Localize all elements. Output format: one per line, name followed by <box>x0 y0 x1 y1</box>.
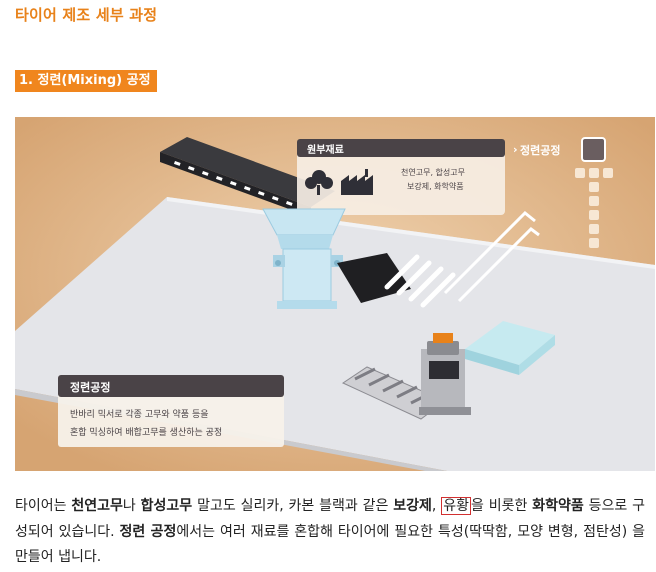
description-paragraph: 타이어는 천연고무나 합성고무 말고도 실리카, 카본 블랙과 같은 보강제, … <box>15 494 645 571</box>
factory-icon <box>341 169 373 195</box>
highlighted-sulfur: 유황 <box>441 497 471 515</box>
text-segment: 나 <box>122 498 141 514</box>
cutting-machine <box>419 333 471 415</box>
text-segment: 타이어는 <box>15 498 72 514</box>
sheet-rollers <box>384 254 456 308</box>
rubber-sheet <box>337 253 411 303</box>
text-segment: 에서는 여러 재료를 혼합해 타이어에 필요한 특성(딱딱함, 모양 변형, 점… <box>15 523 646 566</box>
bold-synthetic-rubber: 합성고무 <box>140 498 193 514</box>
bold-chemicals: 화학약품 <box>532 498 584 514</box>
caption-title: 정련공정 <box>70 380 110 394</box>
raw-materials-line1: 천연고무, 합성고무 <box>401 167 465 177</box>
caption-line1: 반바리 믹서로 각종 고무와 약품 등을 <box>70 408 209 420</box>
banbury-mixer <box>262 208 346 309</box>
process-step-label: 정련공정 <box>520 143 560 157</box>
text-segment: 등으로 구성되어 있습니다. <box>15 498 646 540</box>
raw-materials-panel: 원부재료 천연고무, 합성고무 보강제, 화학약품 <box>297 139 505 215</box>
caption-line2: 혼합 믹싱하여 배합고무를 생산하는 공정 <box>70 426 222 438</box>
text-segment: , <box>431 498 442 514</box>
page-title: 타이어 제조 세부 과정 <box>15 6 158 24</box>
process-caption-panel: 정련공정 반바리 믹서로 각종 고무와 약품 등을 혼합 믹싱하여 배합고무를 … <box>58 375 284 447</box>
current-step-marker <box>581 137 606 162</box>
compound-slab <box>465 321 555 375</box>
text-segment: 을 비롯한 <box>470 498 533 514</box>
svg-text:›: › <box>513 143 518 156</box>
transfer-arm <box>443 210 540 303</box>
raw-materials-title: 원부재료 <box>307 143 344 156</box>
bold-mixing-process: 정련 공정 <box>119 523 177 540</box>
bold-reinforcing-agent: 보강제 <box>393 498 432 514</box>
text-segment: 말고도 실리카, 카본 블랙과 같은 <box>192 498 394 514</box>
section-heading-mixing: 1. 정련(Mixing) 공정 <box>15 70 157 92</box>
bold-natural-rubber: 천연고무 <box>71 498 123 514</box>
process-steps-map <box>575 168 613 248</box>
feed-conveyor <box>160 137 335 217</box>
mixing-process-illustration: 원부재료 천연고무, 합성고무 보강제, 화학약품 › 정련공정 <box>15 117 655 471</box>
raw-materials-line2: 보강제, 화학약품 <box>407 181 464 191</box>
tree-icon <box>305 170 333 195</box>
